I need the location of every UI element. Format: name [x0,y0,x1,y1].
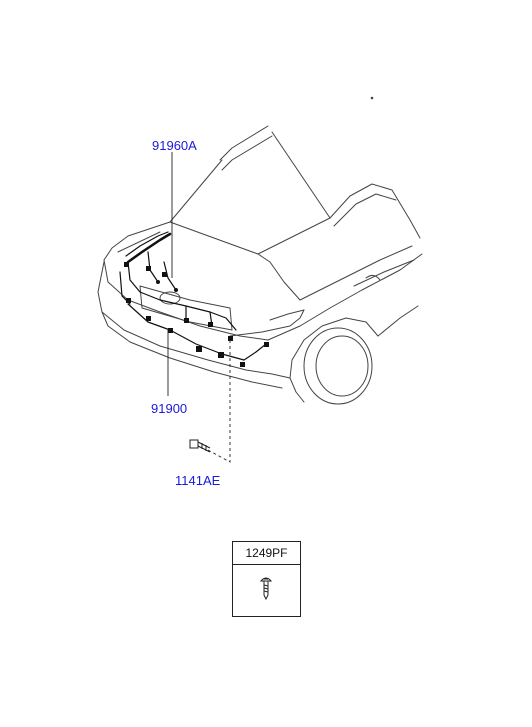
wheel-arch [289,317,379,379]
connector [264,342,269,347]
connector [124,262,129,267]
plate-recess [139,285,233,331]
body-lower [289,377,305,403]
harness-run [127,261,237,331]
stray-dot [370,96,374,100]
emblem [159,291,181,305]
bumper-lower [101,311,283,389]
connector [196,346,202,352]
callout-91900[interactable]: 91900 [151,401,188,416]
c-pillar-inner [333,193,397,227]
harness-branch-2 [163,261,177,291]
rear-wheel [303,327,373,405]
callout-91960a[interactable]: 91960A [152,138,197,153]
roof-line [219,125,269,161]
trunk-lid-inner [117,231,161,253]
bolt-1141ae [189,439,211,453]
c-pillar [329,183,421,239]
roof-line-inner [221,135,273,171]
leader-1141ae-dashed [207,340,231,463]
connector [146,316,151,321]
side-line [299,245,413,301]
connector [126,298,131,303]
connector [228,336,233,341]
connector [184,318,189,323]
harness-main-2 [126,232,172,264]
trunk-lid-rear [103,259,269,341]
rear-wheel-rim [315,335,369,397]
fuel-door [365,274,381,281]
connector [218,352,224,358]
harness-lower [127,303,245,361]
connector [146,266,151,271]
harness-main [125,231,169,257]
rear-bumper [97,261,291,379]
connector [240,362,245,367]
legend-box-1249pf[interactable]: 1249PF [232,541,301,617]
taillight [229,309,305,337]
connector [168,328,173,333]
harness-lower-2 [243,343,267,361]
connector [156,280,160,284]
trunk-lid-top [103,221,171,261]
legend-part-number: 1249PF [233,542,300,565]
connector [208,322,213,327]
quarter-panel [267,253,423,341]
side-crease [353,259,415,287]
connector [174,288,178,292]
rocker [377,305,419,337]
callout-1141ae[interactable]: 1141AE [175,473,221,488]
trunk-lid-edge [257,253,301,301]
connector [162,272,167,277]
screw-icon [259,577,273,601]
